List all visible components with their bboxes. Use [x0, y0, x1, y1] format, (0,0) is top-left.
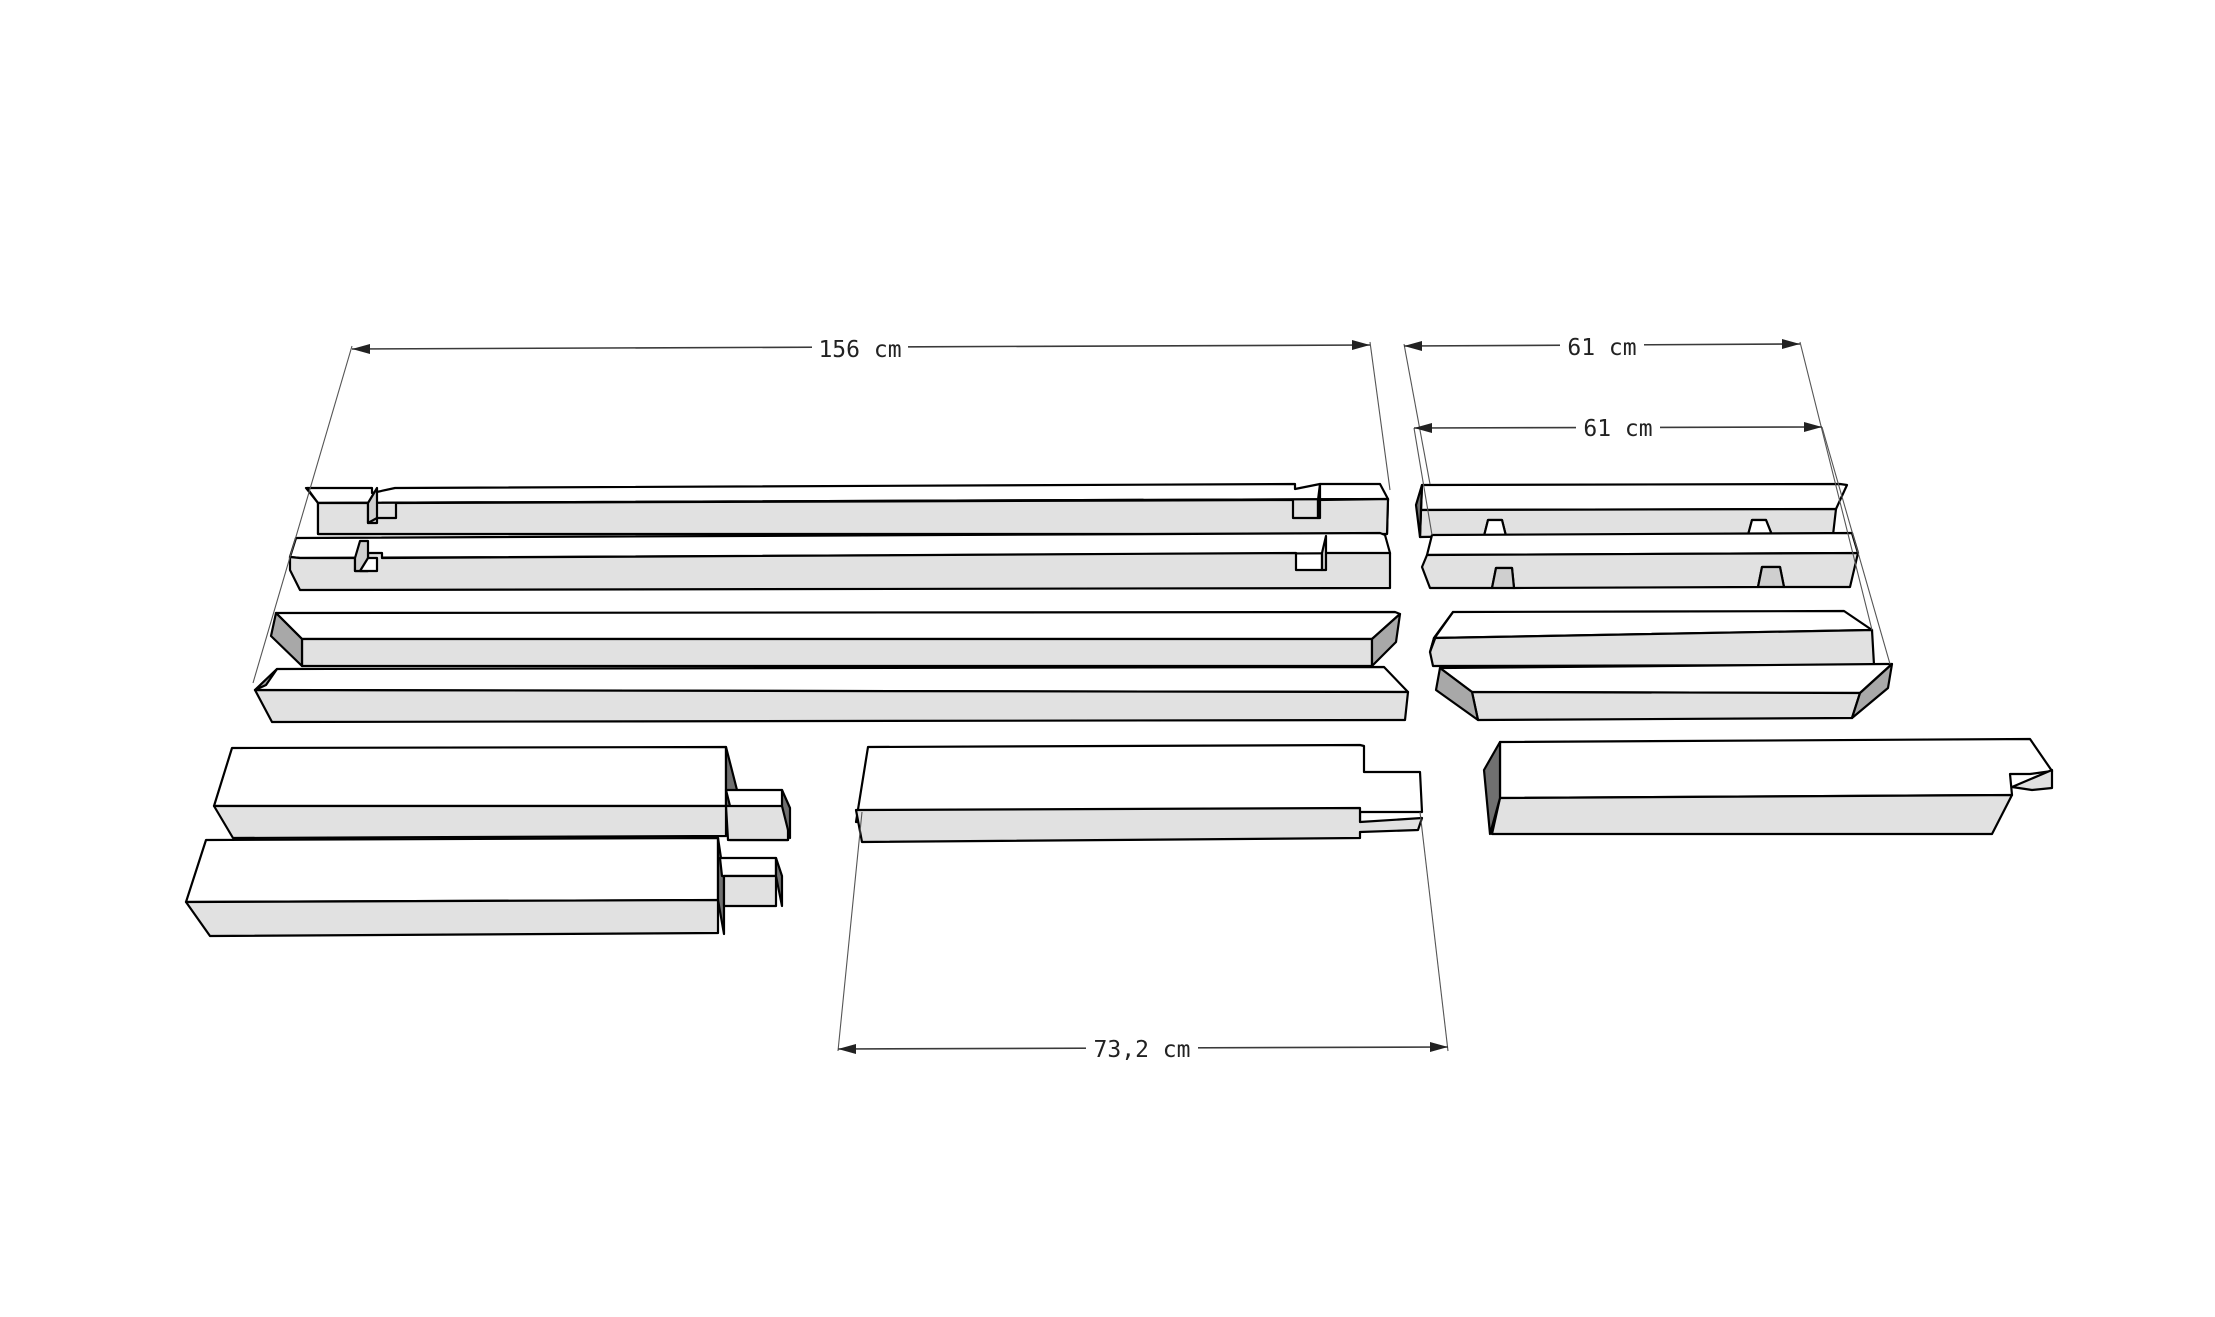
leg-4 [1482, 737, 2054, 836]
short-rail-4 [1434, 662, 1894, 722]
leg-1 [212, 745, 792, 842]
dimension-short-rail-top: 61 cm [1403, 333, 1873, 631]
long-rail-3 [269, 610, 1402, 668]
dimension-label-61-top: 61 cm [1567, 335, 1636, 361]
dimension-leg: 73,2 cm [837, 811, 1449, 1063]
short-rail-2 [1420, 531, 1860, 590]
dimension-label-73-2: 73,2 cm [1094, 1037, 1191, 1063]
dimension-short-rail-second: 61 cm [1413, 414, 1891, 665]
dimension-long-rail: 156 cm [252, 335, 1391, 684]
leg-2 [184, 836, 784, 938]
leg-3 [854, 743, 1424, 844]
long-rail-1 [304, 482, 1390, 536]
long-rail-2 [288, 531, 1392, 592]
short-rail-1 [1414, 482, 1849, 539]
short-rail-3 [1428, 609, 1876, 668]
long-rail-4 [253, 665, 1410, 724]
dimension-label-61-second: 61 cm [1583, 416, 1652, 442]
dimension-label-156: 156 cm [818, 337, 901, 363]
